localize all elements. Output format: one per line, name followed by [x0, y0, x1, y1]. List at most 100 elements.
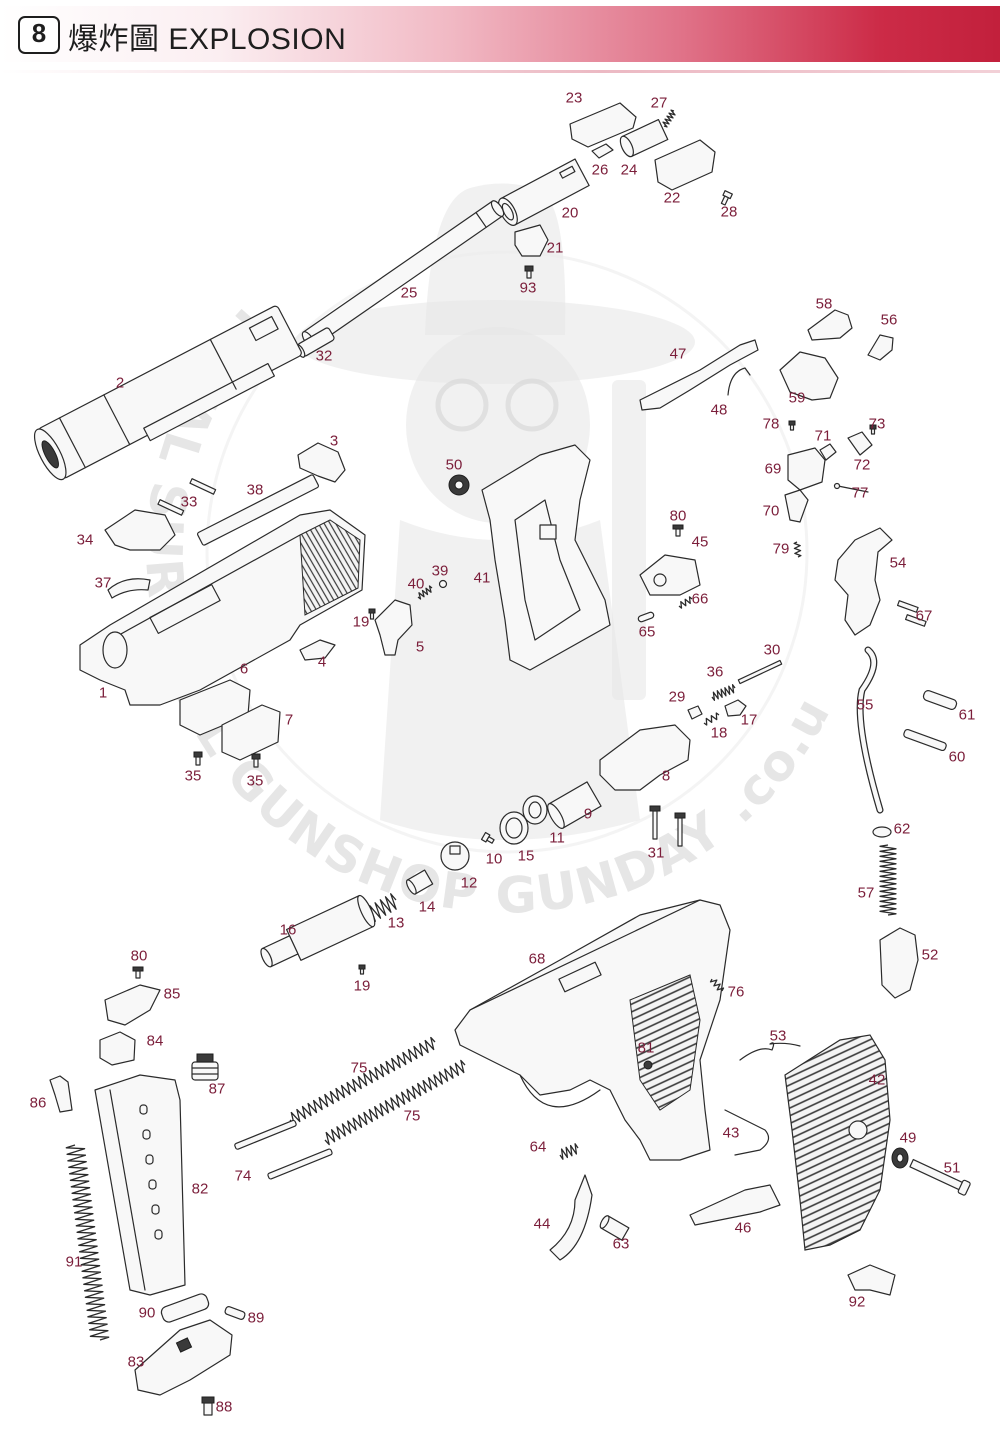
part-37-drawing	[107, 578, 151, 599]
part-label: 67	[915, 607, 933, 625]
part-73-screw	[869, 424, 877, 435]
part-label: 24	[620, 161, 638, 179]
part-label: 74	[234, 1167, 252, 1185]
watermark-figure: TOTAL SURVIVAL GUNSHOP GUNDAY .co.uk	[0, 0, 840, 925]
part-label: 55	[856, 696, 874, 714]
part-label: 50	[445, 456, 463, 474]
part-8-drawing	[599, 724, 691, 791]
part-80-screw-b	[132, 966, 144, 979]
part-label: 1	[98, 684, 108, 702]
part-75-spring-b	[324, 1059, 466, 1146]
part-label: 73	[868, 415, 886, 433]
part-label: 60	[948, 748, 966, 766]
watermark-rifle	[612, 380, 646, 700]
part-label: 93	[519, 279, 537, 297]
part-65-pin	[637, 611, 655, 623]
part-label: 14	[418, 898, 436, 916]
part-61-pin	[922, 690, 958, 710]
part-30-rod	[737, 659, 783, 685]
part-label: 18	[710, 724, 728, 742]
watermark-glasses-right	[505, 378, 559, 432]
part-83-base	[134, 1319, 233, 1396]
part-label: 38	[246, 481, 264, 499]
part-93-screw	[524, 265, 534, 279]
part-62-washer	[872, 826, 892, 838]
part-label: 85	[163, 985, 181, 1003]
part-78-screw	[788, 420, 796, 431]
part-35-screw-a	[193, 751, 203, 766]
part-74-rod-a	[234, 1119, 297, 1150]
part-1-drawing	[79, 509, 366, 706]
part-label: 8	[661, 767, 671, 785]
part-label: 35	[246, 772, 264, 790]
part-72-drawing	[847, 431, 873, 456]
part-89-pin	[224, 1306, 246, 1320]
part-68-lower-frame	[454, 899, 731, 1161]
part-label: 29	[668, 688, 686, 706]
part-label: 64	[529, 1138, 547, 1156]
part-15-ring	[499, 811, 529, 845]
part-label: 81	[637, 1039, 655, 1057]
part-50-ring	[448, 474, 470, 496]
watermark-ring	[205, 250, 809, 854]
watermark-hat-crown	[425, 183, 566, 335]
part-24-drawing	[619, 118, 669, 158]
part-43-rod	[724, 1109, 770, 1156]
part-26-drawing	[591, 143, 614, 159]
part-label: 86	[29, 1094, 47, 1112]
part-label: 75	[403, 1107, 421, 1125]
part-label: 89	[247, 1309, 265, 1327]
part-label: 22	[663, 189, 681, 207]
part-label: 11	[549, 829, 565, 847]
part-label: 25	[400, 284, 418, 302]
part-80-screw-a	[672, 524, 684, 537]
part-label: 17	[740, 711, 758, 729]
part-71-drawing	[819, 443, 837, 461]
part-44-trigger	[549, 1174, 593, 1261]
part-39-drawing	[438, 579, 448, 589]
part-label: 75	[350, 1059, 368, 1077]
part-55-rod	[856, 646, 884, 814]
part-38-drawing	[196, 474, 320, 546]
part-9-drawing	[547, 781, 602, 829]
part-2-drawing	[33, 305, 302, 481]
part-label: 72	[853, 456, 871, 474]
part-label: 71	[814, 427, 832, 445]
part-label: 10	[485, 850, 503, 868]
part-label: 62	[893, 820, 911, 838]
part-23-drawing	[569, 102, 637, 148]
part-label: 56	[880, 311, 898, 329]
part-84-drawing	[99, 1031, 136, 1066]
part-label: 26	[591, 161, 609, 179]
part-label: 13	[387, 914, 405, 932]
part-label: 39	[431, 562, 449, 580]
part-4-drawing	[299, 639, 336, 661]
part-label: 47	[669, 345, 687, 363]
part-7-drawing	[221, 704, 281, 761]
part-53-spring	[739, 1042, 801, 1061]
part-label: 46	[734, 1219, 752, 1237]
part-22-drawing	[654, 139, 716, 191]
part-label: 88	[215, 1398, 233, 1416]
part-label: 16	[279, 921, 297, 939]
part-87-valve	[191, 1053, 219, 1081]
part-label: 69	[764, 460, 782, 478]
part-49-ring	[891, 1147, 909, 1169]
part-31-bolts	[649, 805, 686, 847]
part-66-spring	[678, 596, 693, 609]
part-label: 78	[762, 415, 780, 433]
part-75-spring-a	[289, 1036, 436, 1126]
part-label: 44	[533, 1215, 551, 1233]
part-label: 34	[76, 531, 94, 549]
part-label: 19	[352, 613, 370, 631]
part-label: 66	[691, 590, 709, 608]
part-label: 53	[769, 1027, 787, 1045]
part-76-spring	[709, 978, 725, 992]
part-58-drawing	[807, 309, 853, 341]
part-59-drawing	[779, 351, 839, 401]
part-91-spring	[65, 1144, 110, 1341]
part-label: 45	[691, 533, 709, 551]
part-label: 57	[857, 884, 875, 902]
part-70-drawing	[784, 489, 809, 523]
